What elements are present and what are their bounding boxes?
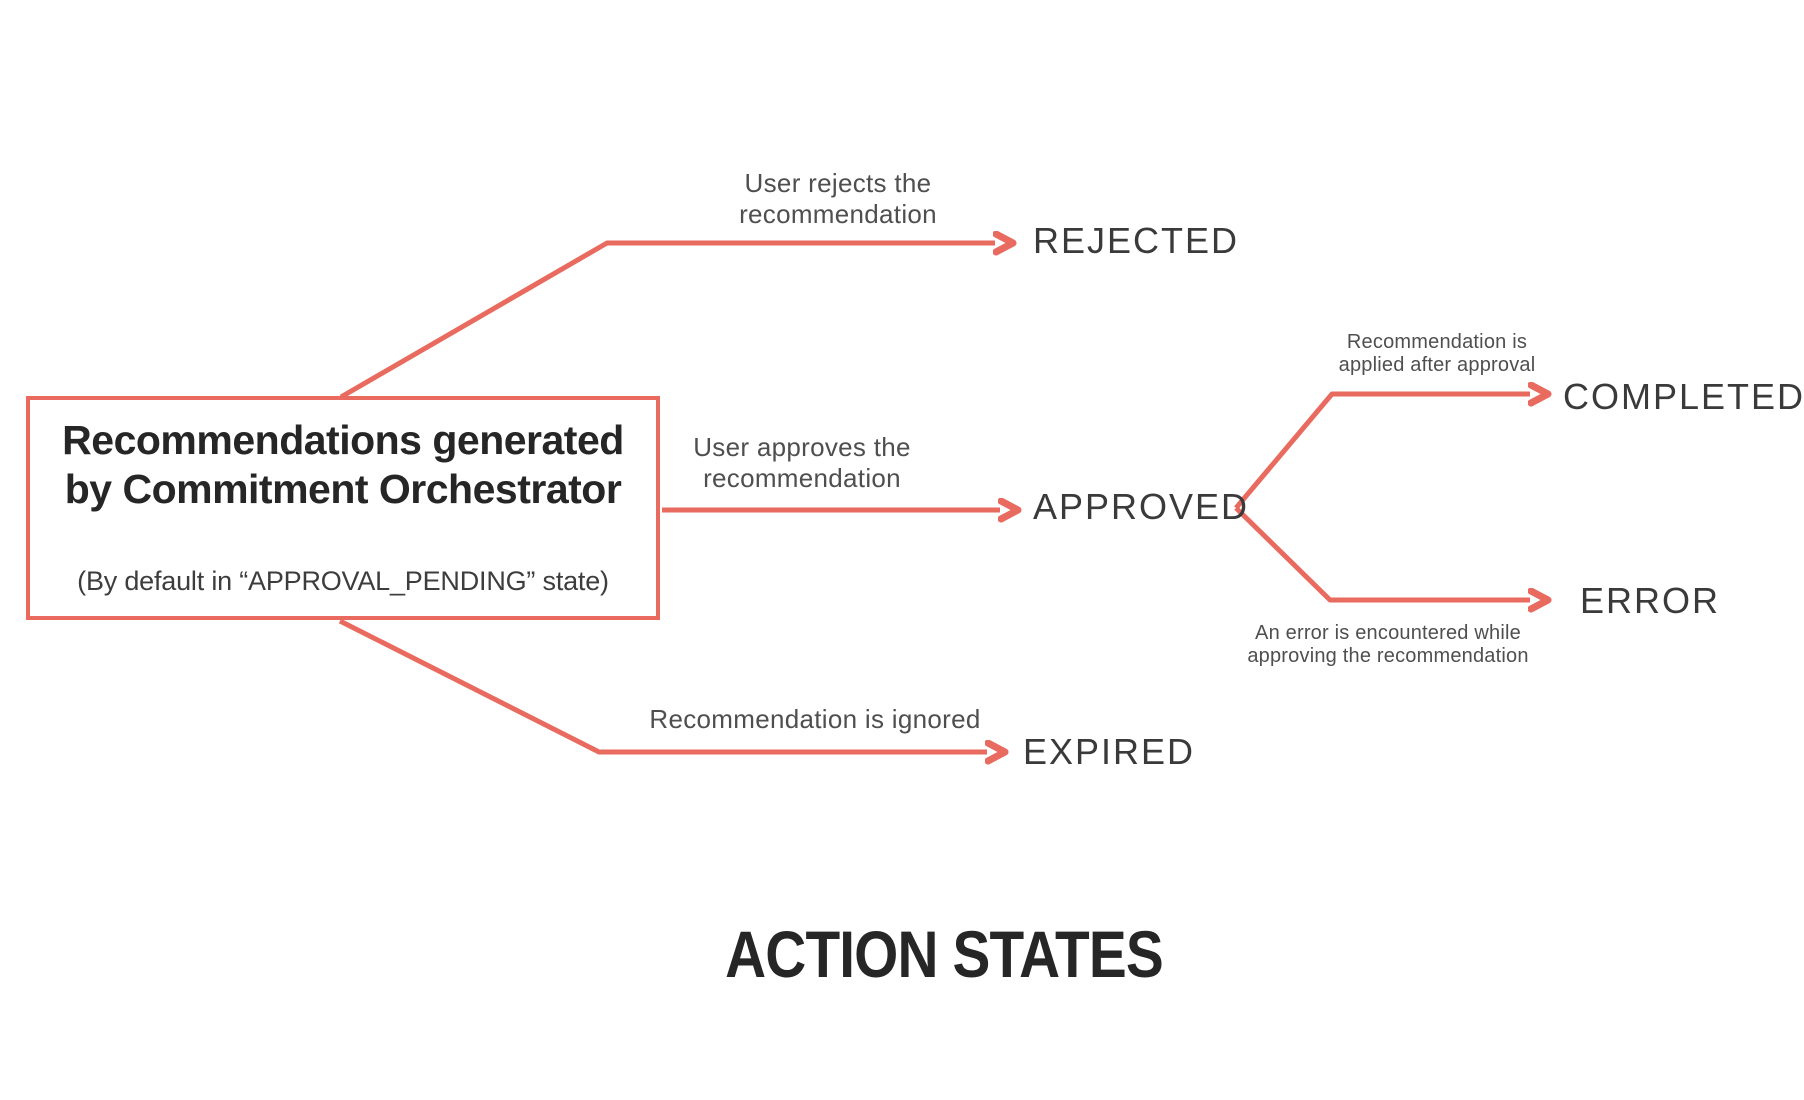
page-title: ACTION STATES [725, 917, 1164, 991]
edge-label-approved-line2: recommendation [703, 463, 901, 493]
state-expired: EXPIRED [1023, 731, 1196, 772]
edge-label-error: An error is encountered while approving … [1247, 622, 1528, 668]
edge-approved-to-completed [1234, 394, 1530, 510]
edge-label-approved: User approves the recommendation [693, 432, 911, 494]
source-node-title: Recommendations generated by Commitment … [30, 416, 656, 514]
edge-label-completed: Recommendation is applied after approval [1339, 331, 1536, 377]
source-node-title-line1: Recommendations generated [62, 417, 624, 463]
source-node-box: Recommendations generated by Commitment … [26, 396, 660, 620]
state-rejected: REJECTED [1033, 220, 1240, 261]
state-completed: COMPLETED [1563, 376, 1804, 417]
edge-label-approved-line1: User approves the [693, 432, 911, 462]
source-node-subtitle: (By default in “APPROVAL_PENDING” state) [77, 566, 609, 596]
state-approved: APPROVED [1033, 486, 1250, 527]
edge-label-completed-line1: Recommendation is [1346, 331, 1528, 353]
edge-label-error-line2: approving the recommendation [1247, 645, 1529, 667]
edge-label-error-line1: An error is encountered while [1255, 622, 1521, 644]
edge-label-expired: Recommendation is ignored [649, 704, 981, 734]
edge-pending-to-rejected [339, 243, 995, 400]
state-error: ERROR [1580, 580, 1721, 621]
source-node-title-line2: by Commitment Orchestrator [64, 466, 622, 512]
edge-approved-to-error [1234, 506, 1530, 600]
edge-label-rejected-line2: recommendation [739, 199, 937, 229]
edge-label-rejected-line1: User rejects the [744, 168, 932, 198]
edge-pending-to-expired [338, 618, 987, 752]
edge-label-completed-line2: applied after approval [1338, 354, 1536, 376]
edge-label-rejected: User rejects the recommendation [739, 168, 937, 230]
